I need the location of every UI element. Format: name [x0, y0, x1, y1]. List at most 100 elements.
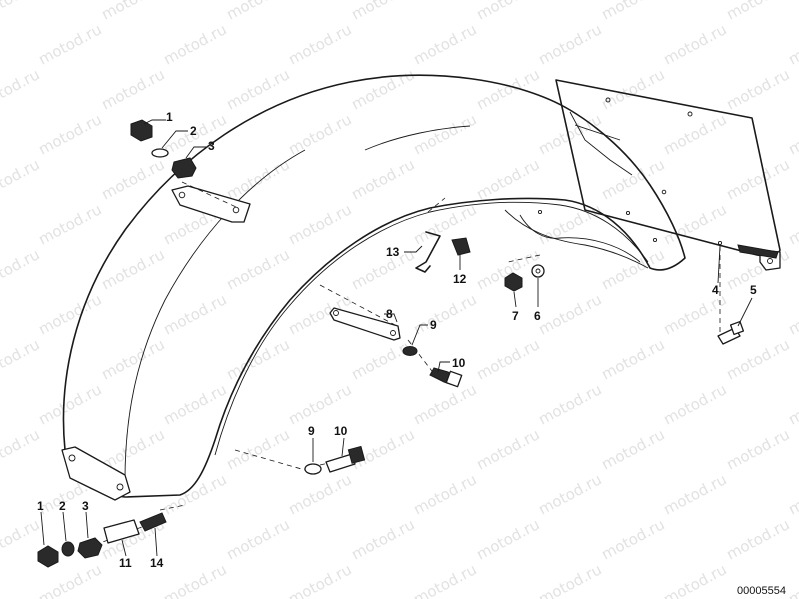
watermark-text: motod.ru — [660, 560, 729, 599]
watermark-text: motod.ru — [223, 0, 292, 24]
callout-3-bottom: 3 — [82, 499, 89, 513]
watermark-text: motod.ru — [285, 380, 354, 428]
watermark-text: motod.ru — [723, 65, 792, 113]
watermark-text: motod.ru — [223, 155, 292, 203]
license-plate-bracket — [555, 79, 781, 338]
callout-1-top: 1 — [166, 110, 173, 124]
watermark-text: motod.ru — [535, 560, 604, 599]
watermark-text: motod.ru — [35, 200, 104, 248]
callout-10-low: 10 — [334, 424, 348, 438]
watermark-text: motod.ru — [285, 20, 354, 68]
watermark-text: motod.ru — [348, 335, 417, 383]
watermark-text: motod.ru — [348, 245, 417, 293]
watermark-text: motod.ru — [35, 110, 104, 158]
watermark-text: motod.ru — [535, 200, 604, 248]
watermark-text: motod.ru — [98, 65, 167, 113]
watermark-text: motod.ru — [410, 20, 479, 68]
callout-labels: 1 2 3 4 5 6 7 8 9 10 12 13 9 10 1 2 3 11… — [37, 110, 757, 570]
watermark-text: motod.ru — [723, 0, 792, 24]
watermark-text: motod.ru — [223, 65, 292, 113]
watermark-text: motod.ru — [35, 290, 104, 338]
callout-6: 6 — [534, 309, 541, 323]
callout-12: 12 — [453, 272, 467, 286]
watermark-text: motod.ru — [473, 425, 542, 473]
watermark-text: motod.ru — [473, 65, 542, 113]
leader-lines — [40, 119, 753, 557]
watermark-text: motod.ru — [410, 380, 479, 428]
callout-7: 7 — [512, 309, 519, 323]
callout-3-top: 3 — [208, 139, 215, 153]
watermark-text: motod.ru — [160, 560, 229, 599]
watermark-text: motod.ru — [598, 0, 667, 24]
callout-9-mid: 9 — [430, 318, 437, 332]
watermark-text: motod.ru — [723, 155, 792, 203]
watermark-text: motod.ru — [660, 20, 729, 68]
watermark-text: motod.ru — [660, 470, 729, 518]
callout-2-top: 2 — [190, 124, 197, 138]
watermark-text: motod.ru — [0, 155, 43, 203]
watermark-text: motod.ru — [348, 515, 417, 563]
watermark-text: motod.ru — [0, 0, 43, 24]
watermark-text: motod.ru — [223, 425, 292, 473]
watermark-text: motod.ru — [410, 470, 479, 518]
watermark-text: motod.ru — [785, 560, 799, 599]
watermark-text: motod.ru — [285, 470, 354, 518]
rear-mudguard — [61, 74, 686, 501]
watermark-text: motod.ru — [410, 200, 479, 248]
watermark-text: motod.ru — [535, 470, 604, 518]
watermark-text: motod.ru — [473, 155, 542, 203]
callout-14: 14 — [150, 556, 164, 570]
watermark-text: motod.ru — [723, 425, 792, 473]
callout-9-low: 9 — [308, 424, 315, 438]
watermark-text: motod.ru — [223, 245, 292, 293]
watermark-text: motod.ru — [160, 470, 229, 518]
watermark-text: motod.ru — [98, 155, 167, 203]
watermark-text: motod.ru — [723, 335, 792, 383]
watermark-text: motod.ru — [0, 245, 43, 293]
watermark-text: motod.ru — [285, 200, 354, 248]
watermark-text: motod.ru — [223, 515, 292, 563]
watermark-text: motod.ru — [0, 335, 43, 383]
watermark-text: motod.ru — [660, 380, 729, 428]
callout-4: 4 — [712, 283, 719, 297]
watermark-text: motod.ru — [410, 560, 479, 599]
watermark-text: motod.ru — [285, 560, 354, 599]
watermark-text: motod.ru — [410, 110, 479, 158]
watermark-text: motod.ru — [785, 110, 799, 158]
watermark-text: motod.ru — [785, 470, 799, 518]
callout-13: 13 — [386, 245, 400, 259]
watermark-text: motod.ru — [348, 0, 417, 24]
watermark-text: motod.ru — [285, 110, 354, 158]
watermark-text: motod.ru — [98, 0, 167, 24]
watermark-text: motod.ru — [660, 110, 729, 158]
watermark-text: motod.ru — [473, 0, 542, 24]
hardware — [37, 119, 745, 568]
callout-1-bottom: 1 — [37, 499, 44, 513]
watermark-text: motod.ru — [410, 290, 479, 338]
watermark-text: motod.ru — [98, 335, 167, 383]
watermark-text: motod.ru — [535, 110, 604, 158]
watermark-text: motod.ru — [473, 335, 542, 383]
watermark-text: motod.ru — [785, 20, 799, 68]
watermark-text: motod.ru — [160, 290, 229, 338]
watermark-text: motod.ru — [660, 290, 729, 338]
watermark-text: motod.ru — [0, 425, 43, 473]
watermark-text: motod.ru — [35, 380, 104, 428]
watermark-text: motod.ru — [348, 155, 417, 203]
watermark-text: motod.ru — [473, 515, 542, 563]
callout-8: 8 — [386, 307, 393, 321]
watermark-text: motod.ru — [98, 245, 167, 293]
watermark-text: motod.ru — [598, 425, 667, 473]
callout-10-mid: 10 — [452, 356, 466, 370]
watermark-text: motod.ru — [535, 20, 604, 68]
watermark-text: motod.ru — [535, 380, 604, 428]
callout-11: 11 — [119, 556, 132, 570]
watermark-text: motod.ru — [0, 515, 43, 563]
watermark-text: motod.ru — [223, 335, 292, 383]
watermark-text: motod.ru — [785, 290, 799, 338]
watermark-text: motod.ru — [160, 20, 229, 68]
watermark-text: motod.ru — [0, 65, 43, 113]
document-number: 00005554 — [737, 585, 786, 597]
